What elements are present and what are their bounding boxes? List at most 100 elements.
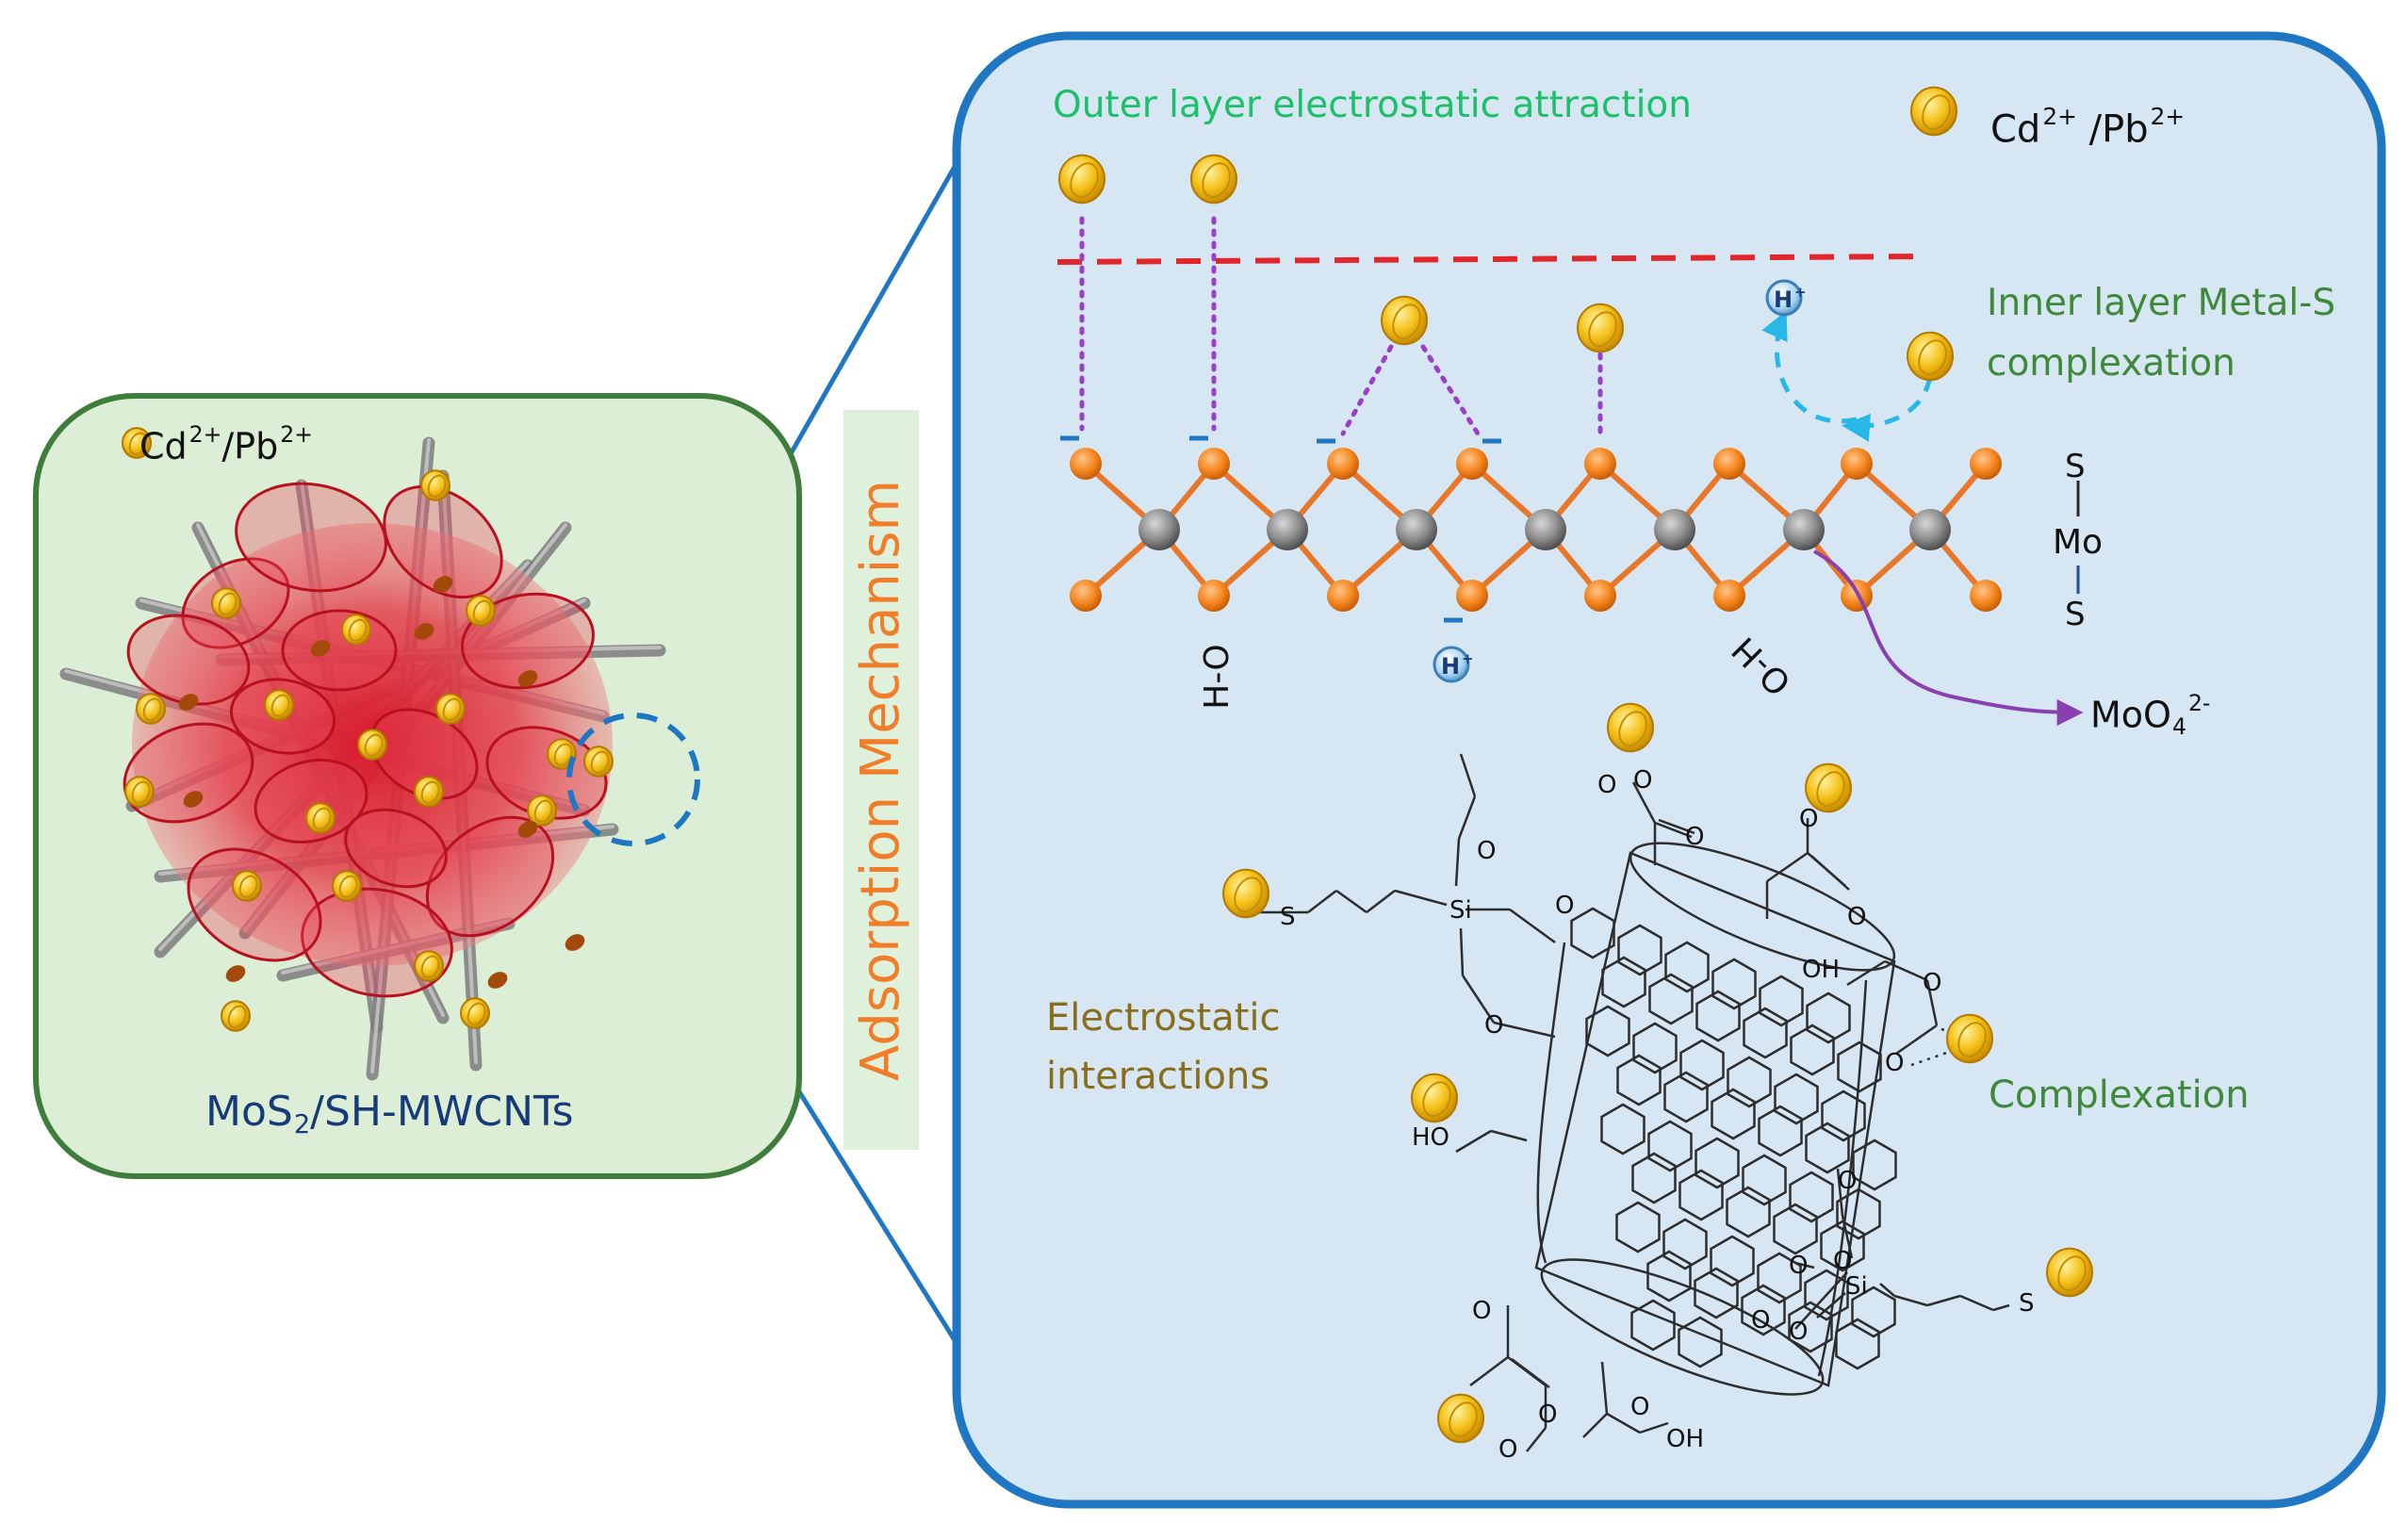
molybdenum-atom [1525,509,1566,550]
molybdate-sup: 2- [2187,690,2211,716]
molecular-bond [1631,781,1657,824]
molecular-bond [1766,851,1809,883]
atom-s-left: S [1280,903,1296,931]
ion-highlight [1392,303,1421,340]
h-plus-label-top: H+ [1774,284,1807,312]
complexation-label: Complexation [1989,1073,2250,1117]
mwcnt-structure [1253,753,2010,1452]
sulfide-particle [565,934,585,951]
molecular-bond [1794,1271,1848,1330]
h-plus-top-sup: + [1794,284,1807,301]
ion-highlight [142,697,162,721]
carbon-hexagon [1821,1089,1866,1142]
mos2-lattice [1070,448,2002,612]
molecular-bond [1925,979,1939,1026]
ion-highlight [128,432,148,455]
carbon-hexagon [1615,1201,1661,1253]
sulfur-atom [1584,580,1616,612]
oxygen-atom-label: O [1472,1297,1492,1325]
ion-highlight [218,592,237,615]
ion-highlight [1422,1081,1451,1118]
right-legend-cd: Cd [1990,107,2041,152]
molybdate-sub: 4 [2171,713,2186,740]
molecular-bond [1509,908,1556,944]
ion-highlight [131,780,151,804]
molecular-bond [1600,1361,1609,1415]
sulfide-particle [517,821,538,838]
sulfur-atom [1584,448,1616,480]
ion-highlight [420,955,440,978]
atom-s-right: S [2019,1289,2035,1318]
molecular-bond [1461,975,1496,1024]
sulfur-atom [1841,448,1873,480]
molybdenum-atom [1783,509,1825,550]
nanosheet-petal [254,759,368,844]
carbon-hexagon [1836,1188,1881,1240]
sulfur-atom [1070,448,1102,480]
carbon-hexagon [1600,1103,1646,1155]
oxygen-atom-label: O [1498,1435,1518,1464]
molecular-bond [1455,1129,1492,1154]
oxygen-atom-label: O [1538,1401,1558,1429]
tube-outline [1534,851,1896,1387]
carbon-hexagon [1820,1220,1865,1272]
sulfur-atom [1970,580,2002,612]
outer-layer-boundary [1056,254,1924,265]
ion-highlight [1202,162,1231,199]
carbon-hexagon [1757,1252,1802,1304]
molecular-bond [1511,1358,1550,1388]
sulfur-atom [1327,448,1359,480]
nanosheet-petal [187,847,322,962]
carbon-hexagon [1726,1186,1771,1238]
carbon-hexagon [1694,1267,1739,1319]
legend-s-bottom: S [2065,596,2086,633]
right-panel [952,31,2386,1509]
carbon-hexagon [1679,1039,1725,1091]
ion-highlight [1816,771,1845,808]
carbon-hexagon [1662,1218,1708,1270]
carbon-hexagon [1695,990,1741,1042]
carbon-hexagon [1758,1105,1803,1157]
cyan-exchange-arrow-up [1761,310,1858,424]
sulfide-particle [487,972,508,989]
molecular-bond [1459,927,1465,976]
ion-highlight [1070,162,1099,199]
ion-highlight [1957,1022,1987,1058]
molecular-bond [1959,1294,1994,1312]
molecular-bond [1893,1294,1928,1307]
carbon-hexagon [1663,1071,1709,1123]
oxygen-atom-label: O [1685,823,1705,851]
cluster-ions [122,427,614,1032]
carbon-hexagon [1570,907,1615,959]
ion-highlight [338,875,358,898]
nanosheet-petal [281,609,398,692]
molecular-bond [1493,1021,1556,1039]
left-legend-pb-sup: 2+ [280,421,313,448]
right-legend-pb: /Pb [2076,107,2149,152]
sulfur-atom [1456,580,1488,612]
molybdenum-atom [1909,509,1951,550]
h-plus-label-bottom: H+ [1441,652,1474,679]
electrostatic-label-line2: interactions [1046,1055,1270,1098]
molybdate-release-arrow [1813,549,2084,726]
carbon-hexagon [1631,1152,1677,1204]
carbon-hexagon [1601,956,1646,1008]
ion-highlight [533,799,553,823]
sulfur-atom [1070,580,1102,612]
left-legend-pb: /Pb [221,425,279,467]
ion-highlight [1618,711,1647,747]
composite-caption: MoS2/SH-MWCNTs [205,1091,574,1139]
ion-highlight [348,618,368,642]
molecular-bond [1879,1283,1895,1297]
ion-highlight [312,807,332,830]
molecular-bond [1926,1294,1961,1307]
molecular-bond [1816,1292,1846,1319]
molecular-bond [1469,1356,1509,1386]
carbon-hexagon [1806,991,1851,1044]
right-legend-pb-sup: 2+ [2150,103,2186,130]
inner-layer-label-line1: Inner layer Metal-S [1987,282,2336,324]
oxygen-atom-label: O [1633,766,1653,795]
nanosheet-petal [425,815,555,938]
molecular-bond [1606,1412,1641,1434]
legend-s-top: S [2065,448,2086,485]
